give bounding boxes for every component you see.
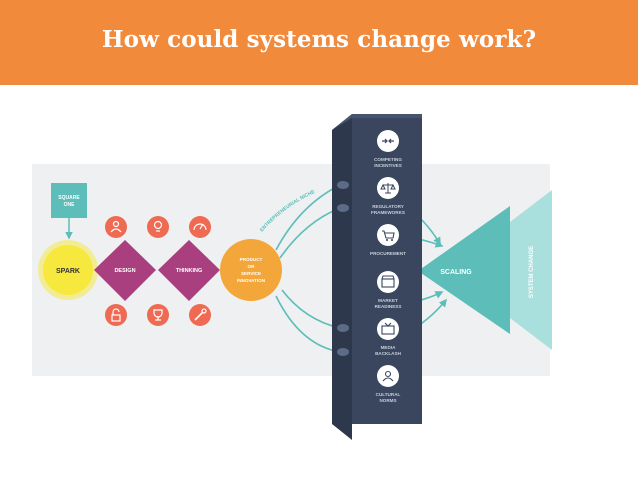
innovation-label-4: INNOVATION [237,278,266,283]
scaling-label: SCALING [440,269,472,276]
pillar-item-label: NORMS [379,398,396,403]
gauge-icon [189,216,211,238]
pillar-item-label: MEDIA [381,345,396,350]
thinking-diamond [158,240,220,301]
pillar-item: PROCUREMENT [370,224,406,256]
tv-icon [377,318,399,340]
barriers-pillar-top [332,114,422,130]
innovation-circle [220,239,282,301]
design-diamond [94,240,156,301]
padlock-icon [105,304,127,326]
thinking-label: THINKING [176,268,203,274]
pillar-inlets [337,181,349,356]
square-one-label-2: ONE [64,202,76,208]
pillar-item-label: COMPETING [374,157,402,162]
pillar-item-label: INCENTIVES [374,163,402,168]
trophy-icon [147,304,169,326]
pillar-item-label: MARKET [378,298,398,303]
lightbulb-icon [147,216,169,238]
square-one-label: SQUARE [58,195,80,201]
innovation-label-2: OR [248,264,256,269]
arrows-inward-icon-glyph [382,138,394,144]
pillar-item-label: REGULATORY [372,204,404,209]
wrench-icon [189,304,211,326]
person-icon [105,216,127,238]
tv-icon-glyph [381,322,395,335]
spark-burst [38,240,98,300]
pillar-item-label: READINESS [375,304,402,309]
system-change-band [510,190,552,350]
innovation-label-3: SERVICE [241,271,261,276]
storefront-icon-glyph [381,275,395,288]
cart-icon-glyph [382,230,395,241]
scaling-funnel [418,206,510,334]
barriers-pillar-side [332,114,352,440]
title-bar: How could systems change work? [0,0,638,85]
spark-label: SPARK [56,268,80,275]
scales-icon-glyph [380,183,396,194]
pillar-item-label: PROCUREMENT [370,251,406,256]
pillar-item-label: BACKLASH [375,351,401,356]
slide-title: How could systems change work? [101,26,537,53]
arrows-inward-icon [377,130,399,152]
pillar-item-label: CULTURAL [376,392,401,397]
system-change-label: SYSTEM CHANGE [529,246,535,298]
person-icon-glyph [382,370,394,382]
innovation-label: PRODUCT [240,257,263,262]
storefront-icon [377,271,399,293]
design-label: DESIGN [114,268,135,274]
cart-icon [377,224,399,246]
square-one-box [51,183,87,218]
pillar-item-label: FRAMEWORKS [371,210,405,215]
